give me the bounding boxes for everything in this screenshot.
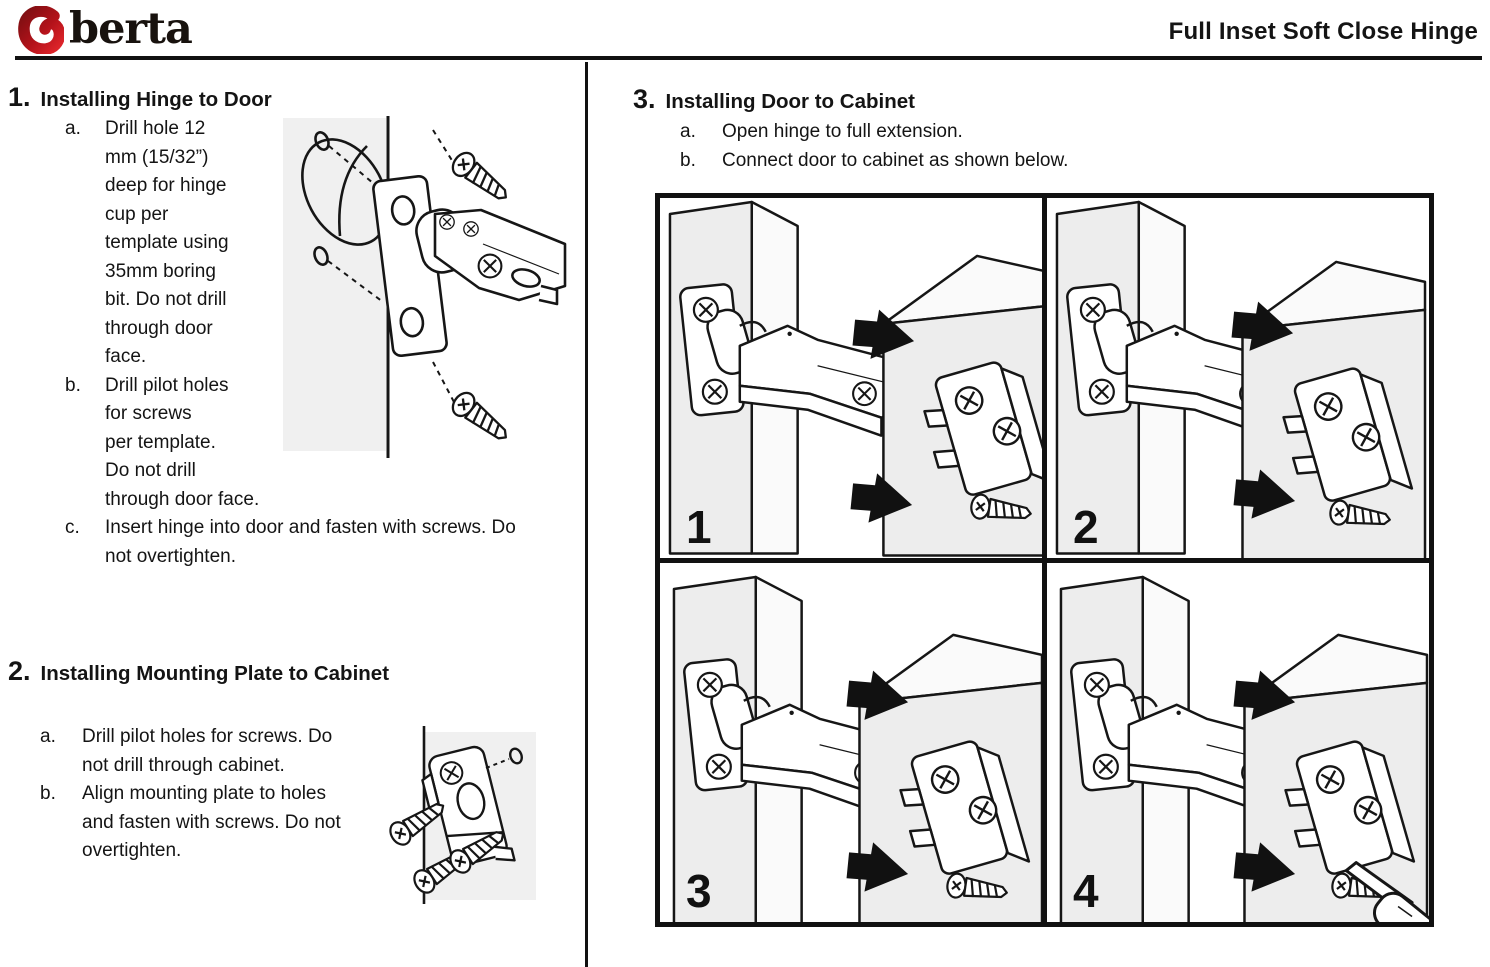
door-edge-face	[283, 118, 386, 451]
mounting-plate-illustration	[388, 726, 536, 904]
pilot-hole	[313, 246, 329, 266]
cabinet-drawing	[1242, 262, 1425, 558]
section-2-title: Installing Mounting Plate to Cabinet	[40, 662, 390, 685]
diagram-panel-3: 3	[660, 562, 1042, 923]
brand-logo: berta	[18, 4, 193, 54]
section-2-number: 2.	[8, 656, 31, 686]
panel-number: 3	[686, 865, 712, 917]
list-item: b. Drill pilot holes for screws per temp…	[65, 372, 574, 515]
panel-4-illustration	[1047, 563, 1429, 922]
section-3-heading: 3. Installing Door to Cabinet	[633, 84, 1453, 115]
step-label: b.	[65, 374, 81, 396]
hinge-cup-hole	[301, 138, 389, 246]
panel-number: 1	[686, 500, 712, 553]
step-text: Connect door to cabinet as shown below.	[722, 149, 1069, 171]
cabinet-drawing	[883, 256, 1042, 556]
list-item: b. Align mounting plate to holes and fas…	[40, 780, 574, 866]
pilot-hole	[314, 131, 330, 151]
section-3-steps: a. Open hinge to full extension. b. Conn…	[680, 118, 1453, 175]
diagram-panel-4: 4	[1047, 562, 1429, 922]
section-3-number: 3.	[633, 84, 656, 114]
step-text: Open hinge to full extension.	[722, 121, 963, 142]
list-item: a. Drill hole 12 mm (15/32”) deep for hi…	[65, 115, 574, 372]
panel-3-illustration	[660, 563, 1042, 923]
step-label: a.	[65, 118, 81, 139]
step-label: a.	[40, 726, 56, 747]
step-text: Drill pilot holes for screws per templat…	[105, 374, 260, 510]
header-rule	[15, 56, 1482, 60]
step-label: b.	[680, 149, 696, 171]
panel-2-illustration	[1047, 198, 1429, 558]
wood-screw-icon	[447, 147, 515, 209]
section-3-title: Installing Door to Cabinet	[665, 90, 915, 113]
panel-number: 2	[1073, 500, 1099, 553]
wood-screw-icon	[447, 387, 515, 449]
step-label: c.	[65, 517, 80, 538]
diagram-panel-2: 2	[1047, 198, 1429, 558]
section-2-steps: a. Drill pilot holes for screws. Do not …	[40, 723, 574, 866]
section-1-title: Installing Hinge to Door	[40, 88, 272, 111]
step-text: Insert hinge into door and fasten with s…	[105, 517, 516, 567]
section-installing-hinge-to-door: 1. Installing Hinge to Door a. Drill hol…	[8, 82, 574, 571]
hinge-cup-plate-drawing	[372, 174, 567, 358]
phillips-screw-icon	[439, 214, 455, 230]
pilot-hole	[509, 747, 523, 765]
list-item: a. Open hinge to full extension.	[680, 118, 1453, 147]
hinge-to-door-illustration	[283, 116, 567, 458]
list-item: c. Insert hinge into door and fasten wit…	[65, 514, 574, 571]
phillips-screw-icon	[477, 253, 503, 279]
step-text: Align mounting plate to holes and fasten…	[82, 783, 341, 861]
step-text: Drill hole 12 mm (15/32”) deep for hinge…	[105, 118, 229, 367]
section-1-heading: 1. Installing Hinge to Door	[8, 82, 574, 113]
phillips-screw-icon	[463, 221, 479, 237]
section-1-number: 1.	[8, 82, 31, 112]
panel-number: 4	[1073, 865, 1099, 917]
section-2-heading: 2. Installing Mounting Plate to Cabinet	[8, 656, 574, 687]
list-item: a. Drill pilot holes for screws. Do not …	[40, 723, 574, 780]
document-title: Full Inset Soft Close Hinge	[1168, 18, 1478, 45]
column-divider	[585, 62, 588, 967]
section-installing-mounting-plate: 2. Installing Mounting Plate to Cabinet …	[8, 656, 574, 866]
step-label: a.	[680, 121, 696, 142]
brand-logo-text: berta	[69, 4, 193, 54]
installation-step-grid: 1 2 3 4	[655, 193, 1434, 927]
panel-1-illustration	[660, 198, 1042, 558]
brand-logo-icon	[18, 6, 64, 54]
step-text: Drill pilot holes for screws. Do not dri…	[82, 726, 333, 776]
diagram-panel-1: 1	[660, 198, 1042, 558]
section-1-steps: a. Drill hole 12 mm (15/32”) deep for hi…	[65, 115, 574, 571]
section-installing-door-to-cabinet: 3. Installing Door to Cabinet a. Open hi…	[633, 84, 1453, 175]
list-item: b. Connect door to cabinet as shown belo…	[680, 147, 1453, 176]
step-label: b.	[40, 783, 56, 804]
